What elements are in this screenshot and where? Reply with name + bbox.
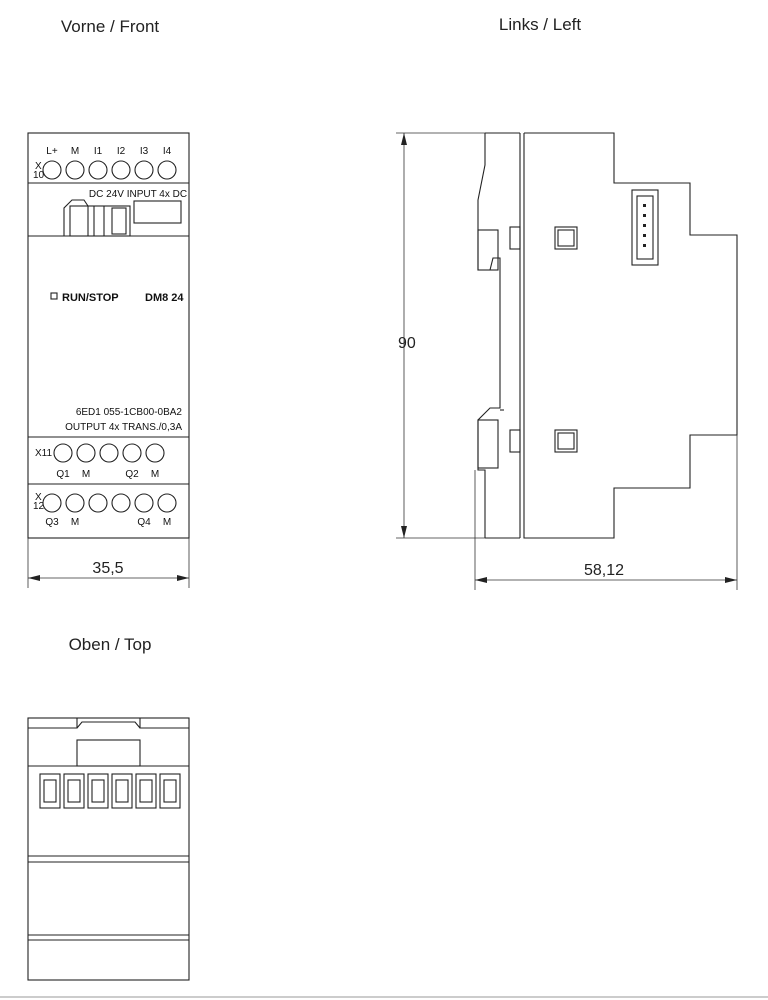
expansion-connector <box>631 189 659 266</box>
x10-label-top: X <box>35 161 42 172</box>
terminal-screw <box>111 160 131 180</box>
model-label: DM8 24 <box>145 292 184 304</box>
front-connector-clip <box>63 199 182 237</box>
order-number: 6ED1 055-1CB00-0BA2 <box>76 407 183 418</box>
terminal-label-i3: I3 <box>140 146 149 157</box>
terminal-screw <box>76 443 96 463</box>
terminal-block <box>63 773 85 809</box>
left-width-dimension: 58,12 <box>474 435 738 590</box>
terminal-screw <box>157 160 177 180</box>
terminal-label-q1: Q1 <box>56 469 70 480</box>
terminal-block <box>111 773 133 809</box>
terminal-screw <box>88 493 108 513</box>
terminal-label-i2: I2 <box>117 146 126 157</box>
output-spec: OUTPUT 4x TRANS./0,3A <box>65 422 182 433</box>
x11-terminal-row <box>53 443 165 463</box>
terminal-label-q4: Q4 <box>137 517 151 528</box>
run-stop-led <box>50 292 58 300</box>
terminal-screw <box>134 493 154 513</box>
front-view: L+ M I1 I2 I3 I4 X 10 DC 24V INPUT 4x DC <box>27 132 190 588</box>
front-width-dimension: 35,5 <box>27 538 190 588</box>
label-slot <box>133 200 182 224</box>
x12-label-bottom: 12 <box>33 501 45 512</box>
terminal-label-lplus: L+ <box>46 146 58 157</box>
latch <box>554 429 578 453</box>
terminal-screw <box>42 160 62 180</box>
input-spec-label: DC 24V INPUT 4x DC <box>89 189 187 200</box>
terminal-label-m: M <box>151 469 159 480</box>
latch <box>554 226 578 250</box>
terminal-block <box>159 773 181 809</box>
terminal-screw <box>111 493 131 513</box>
terminal-block <box>135 773 157 809</box>
terminal-screw <box>65 493 85 513</box>
terminal-screw <box>134 160 154 180</box>
terminal-screw <box>99 443 119 463</box>
top-terminal-blocks <box>39 773 181 809</box>
terminal-label-q2: Q2 <box>125 469 139 480</box>
top-outline <box>27 717 190 981</box>
terminal-screw <box>157 493 177 513</box>
run-stop-label: RUN/STOP <box>62 292 119 304</box>
terminal-screw <box>122 443 142 463</box>
input-terminal-row <box>42 160 177 180</box>
height-value: 90 <box>398 335 416 352</box>
left-view: 90 <box>396 132 738 590</box>
terminal-screw <box>145 443 165 463</box>
terminal-screw <box>53 443 73 463</box>
left-housing-profile <box>477 133 501 538</box>
terminal-block <box>87 773 109 809</box>
front-outline <box>27 132 190 539</box>
terminal-block <box>39 773 61 809</box>
top-view-title: Oben / Top <box>69 635 152 654</box>
left-view-title: Links / Left <box>499 15 581 34</box>
input-terminal-labels: L+ M I1 I2 I3 I4 <box>46 146 171 157</box>
x12-terminal-row <box>42 493 177 513</box>
terminal-screw <box>65 160 85 180</box>
terminal-label-i1: I1 <box>94 146 103 157</box>
main-body-profile <box>523 132 738 539</box>
x12-label-top: X <box>35 492 42 503</box>
terminal-label-i4: I4 <box>163 146 172 157</box>
front-width-value: 35,5 <box>92 560 123 577</box>
front-view-title: Vorne / Front <box>61 17 160 36</box>
x11-label: X11 <box>35 448 52 459</box>
terminal-label-m: M <box>71 517 79 528</box>
left-width-value: 58,12 <box>584 562 624 579</box>
terminal-screw <box>42 493 62 513</box>
terminal-label-m: M <box>82 469 90 480</box>
terminal-label-m: M <box>71 146 79 157</box>
terminal-label-m: M <box>163 517 171 528</box>
terminal-label-q3: Q3 <box>45 517 59 528</box>
top-view <box>27 717 190 981</box>
x10-label-bottom: 10 <box>33 170 45 181</box>
height-dimension: 90 <box>396 132 520 539</box>
terminal-screw <box>88 160 108 180</box>
